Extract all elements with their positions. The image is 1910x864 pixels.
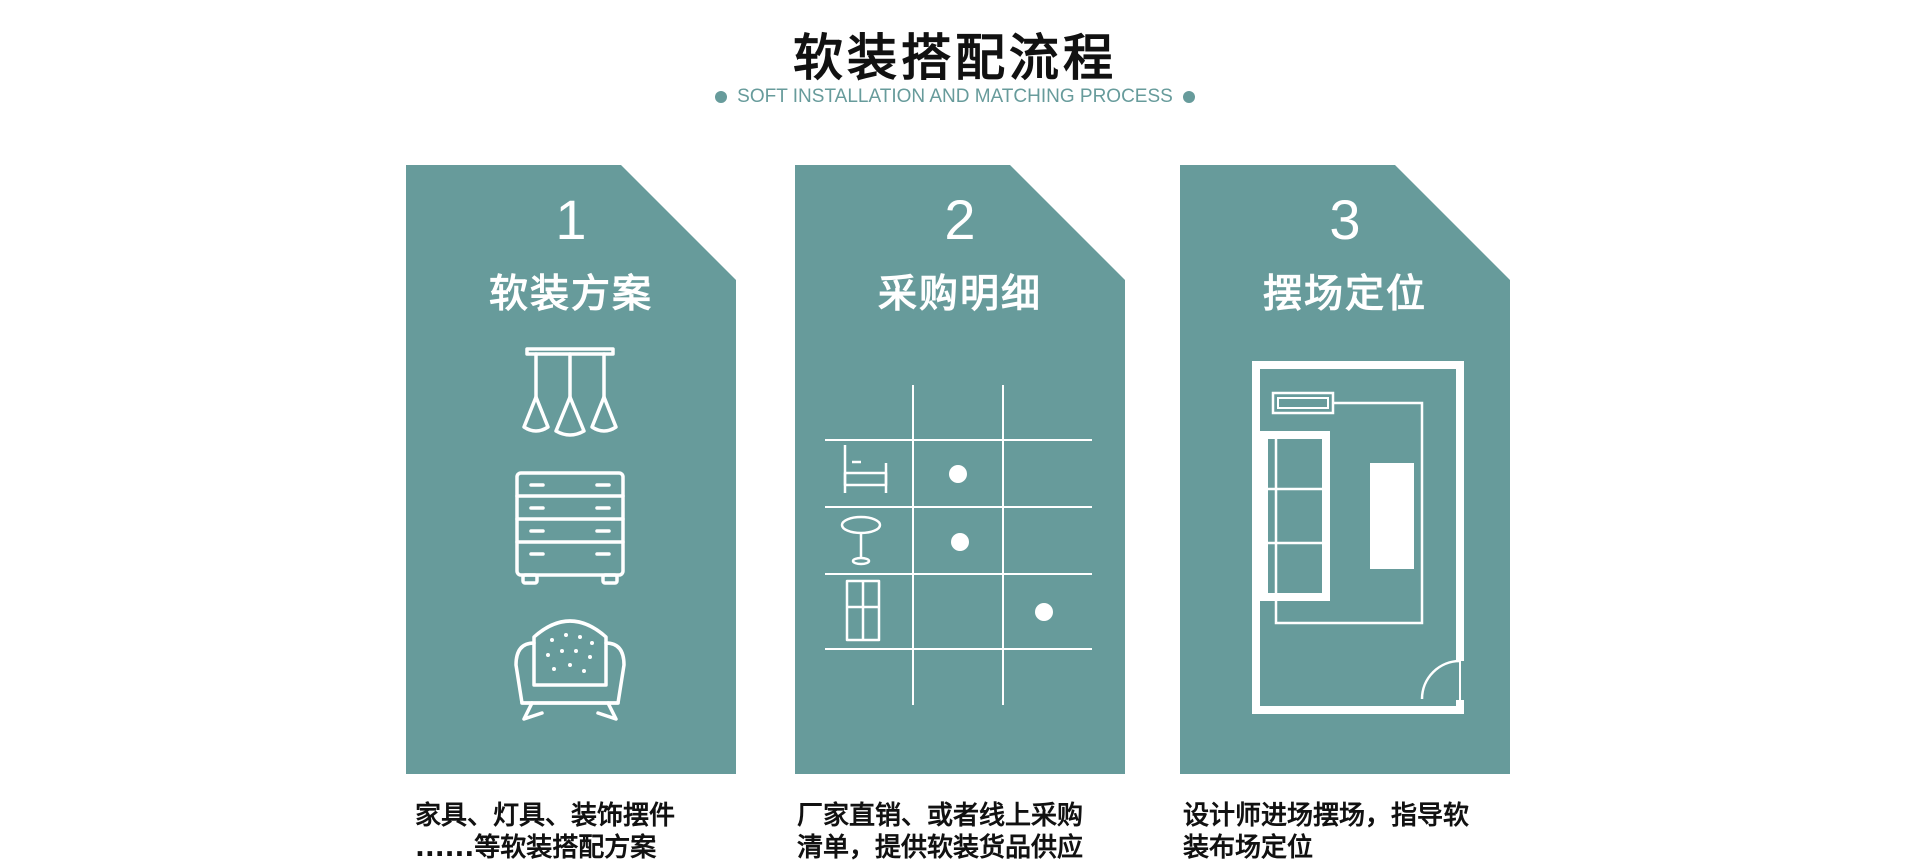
step-title: 软装方案 xyxy=(488,272,653,317)
description-line: ......等软装搭配方案 xyxy=(415,833,657,863)
floor-plan-icon xyxy=(1252,361,1464,714)
step-1-description: 家具、灯具、装饰摆件 ......等软装搭配方案 xyxy=(415,800,765,864)
door-swing-icon xyxy=(1420,659,1461,700)
dresser-icon xyxy=(515,471,625,585)
armchair-pattern xyxy=(546,633,594,673)
description-line: 家具、灯具、装饰摆件 xyxy=(415,801,676,831)
table-block xyxy=(1370,463,1414,569)
armchair-icon xyxy=(514,619,626,721)
step-3-icons xyxy=(1252,361,1464,714)
step-card-3: 3 摆场定位 xyxy=(1180,165,1510,774)
step-title: 采购明细 xyxy=(877,272,1042,317)
step-number: 2 xyxy=(944,188,976,251)
step-3-description: 设计师进场摆场，指导软 装布场定位 xyxy=(1183,800,1533,864)
step-number: 3 xyxy=(1329,188,1361,251)
step-card-1: 1 软装方案 xyxy=(406,165,736,774)
description-line: 装布场定位 xyxy=(1183,833,1314,863)
bullet-dot-icon xyxy=(715,91,728,103)
bed-icon xyxy=(843,445,888,493)
pendant-lamp-icon xyxy=(522,347,618,437)
step-title: 摆场定位 xyxy=(1262,272,1427,317)
subtitle-text: SOFT INSTALLATION AND MATCHING PROCESS xyxy=(737,86,1173,107)
checklist-grid xyxy=(825,385,1092,705)
step-2-description: 厂家直销、或者线上采购 清单，提供软装货品供应 xyxy=(797,800,1147,864)
cabinet-icon xyxy=(845,579,881,642)
page-title: 软装搭配流程 xyxy=(793,29,1117,87)
checklist-dot-icon xyxy=(949,465,1053,621)
description-line: 清单，提供软装货品供应 xyxy=(797,833,1084,863)
step-2-icons xyxy=(825,385,1092,705)
bullet-dot-icon xyxy=(1182,91,1195,103)
page-subtitle: SOFT INSTALLATION AND MATCHING PROCESS xyxy=(0,86,1910,108)
description-line: 设计师进场摆场，指导软 xyxy=(1183,801,1470,831)
round-table-icon xyxy=(840,515,882,566)
description-line: 厂家直销、或者线上采购 xyxy=(797,801,1084,831)
step-number: 1 xyxy=(555,188,587,251)
step-card-2: 2 采购明细 xyxy=(795,165,1125,774)
step-1-icons xyxy=(514,347,626,721)
